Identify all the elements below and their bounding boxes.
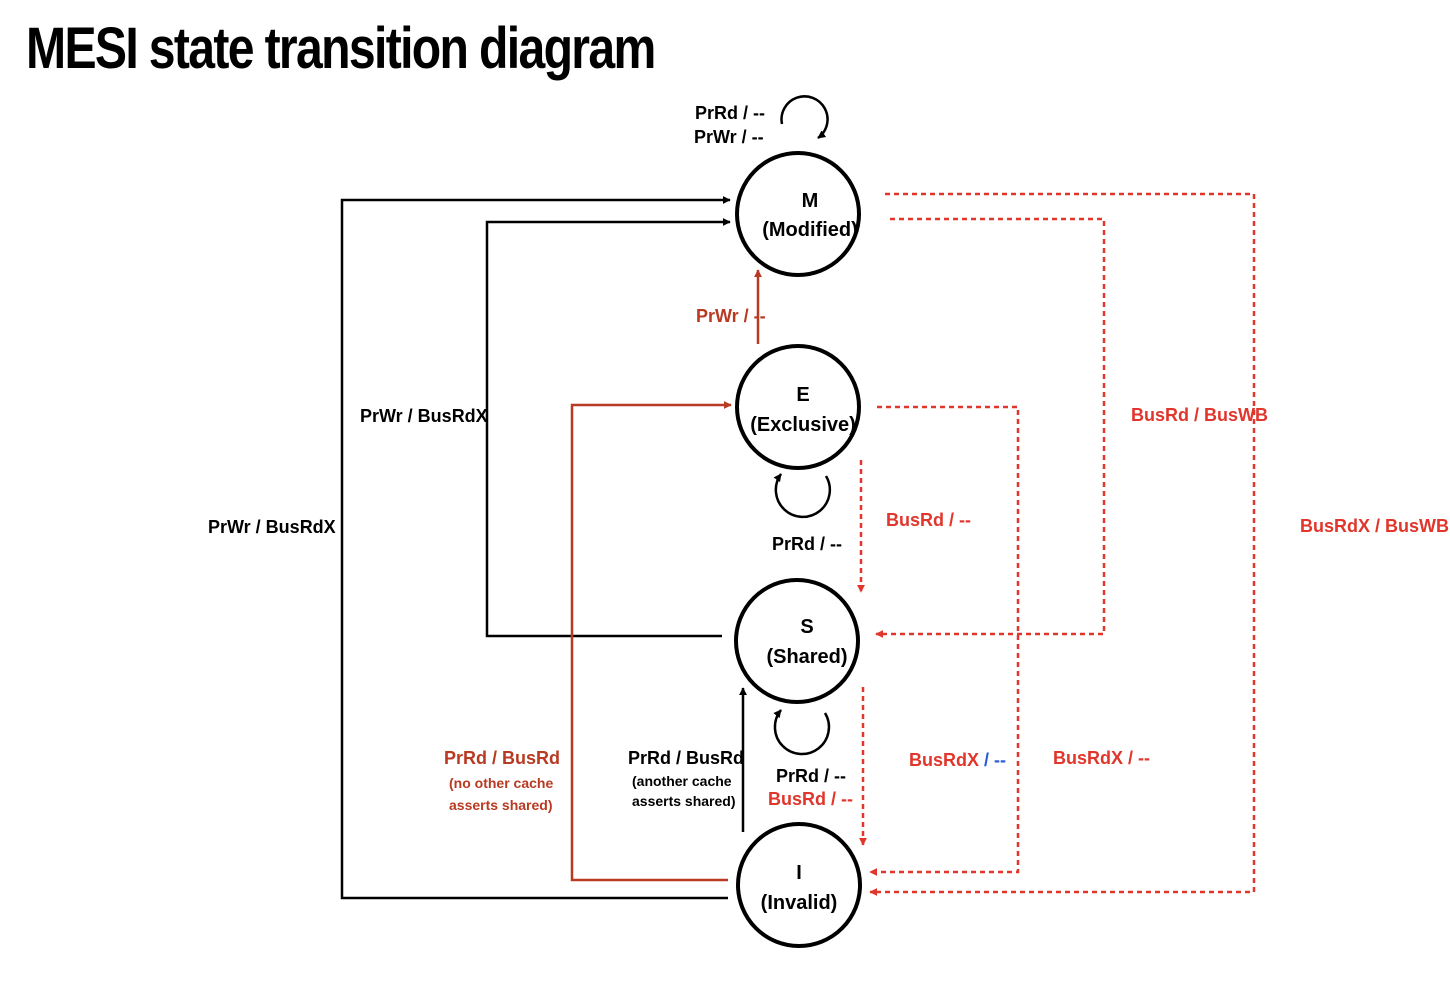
label-s-to-i-a: BusRdX [909, 750, 979, 770]
label-e-self: PrRd / -- [772, 534, 842, 554]
state-i-letter: I [796, 862, 802, 884]
label-m-to-s: BusRd / BusWB [1131, 405, 1268, 425]
self-loop-m [780, 95, 829, 140]
edge-e-to-i [869, 405, 1020, 876]
label-s-self-1: PrRd / -- [776, 766, 846, 786]
label-s-to-m: PrWr / BusRdX [360, 406, 488, 426]
state-i-name: (Invalid) [761, 892, 838, 914]
state-e-letter: E [796, 384, 809, 406]
label-m-to-i: BusRdX / BusWB [1300, 516, 1449, 536]
label-s-to-i-b: / -- [979, 750, 1006, 770]
label-s-to-i: BusRdX / -- [909, 750, 1006, 770]
edge-i-to-e [570, 401, 732, 882]
state-e: E (Exclusive) [735, 344, 861, 470]
label-e-to-s: BusRd / -- [886, 510, 971, 530]
self-loop-e [773, 473, 832, 519]
label-i-to-s-note-1: (another cache [632, 773, 732, 789]
state-m-name: (Modified) [762, 219, 858, 241]
state-s-name: (Shared) [766, 646, 847, 668]
state-m: M (Modified) [735, 151, 861, 277]
self-loop-s [773, 709, 831, 756]
label-i-to-s: PrRd / BusRd [628, 748, 744, 768]
page-title: MESI state transition diagram [26, 16, 656, 81]
label-m-self-1: PrRd / -- [695, 103, 765, 123]
state-s-letter: S [800, 616, 813, 638]
state-m-letter: M [802, 190, 819, 212]
label-m-self-2: PrWr / -- [694, 127, 764, 147]
label-e-to-m: PrWr / -- [696, 306, 766, 326]
label-e-to-i: BusRdX / -- [1053, 748, 1150, 768]
edge-m-to-s [875, 217, 1106, 638]
edge-m-to-i [869, 192, 1256, 896]
label-i-to-e-note-2: asserts shared) [449, 797, 553, 813]
label-i-to-e-note-1: (no other cache [449, 775, 553, 791]
label-i-to-e: PrRd / BusRd [444, 748, 560, 768]
edge-s-to-m [485, 218, 731, 638]
state-i: I (Invalid) [736, 822, 862, 948]
label-s-self-2: BusRd / -- [768, 789, 853, 809]
label-i-to-s-note-2: asserts shared) [632, 793, 736, 809]
state-e-name: (Exclusive) [750, 414, 856, 436]
state-s: S (Shared) [734, 578, 860, 704]
label-i-to-m: PrWr / BusRdX [208, 517, 336, 537]
edge-i-to-m [340, 196, 731, 900]
